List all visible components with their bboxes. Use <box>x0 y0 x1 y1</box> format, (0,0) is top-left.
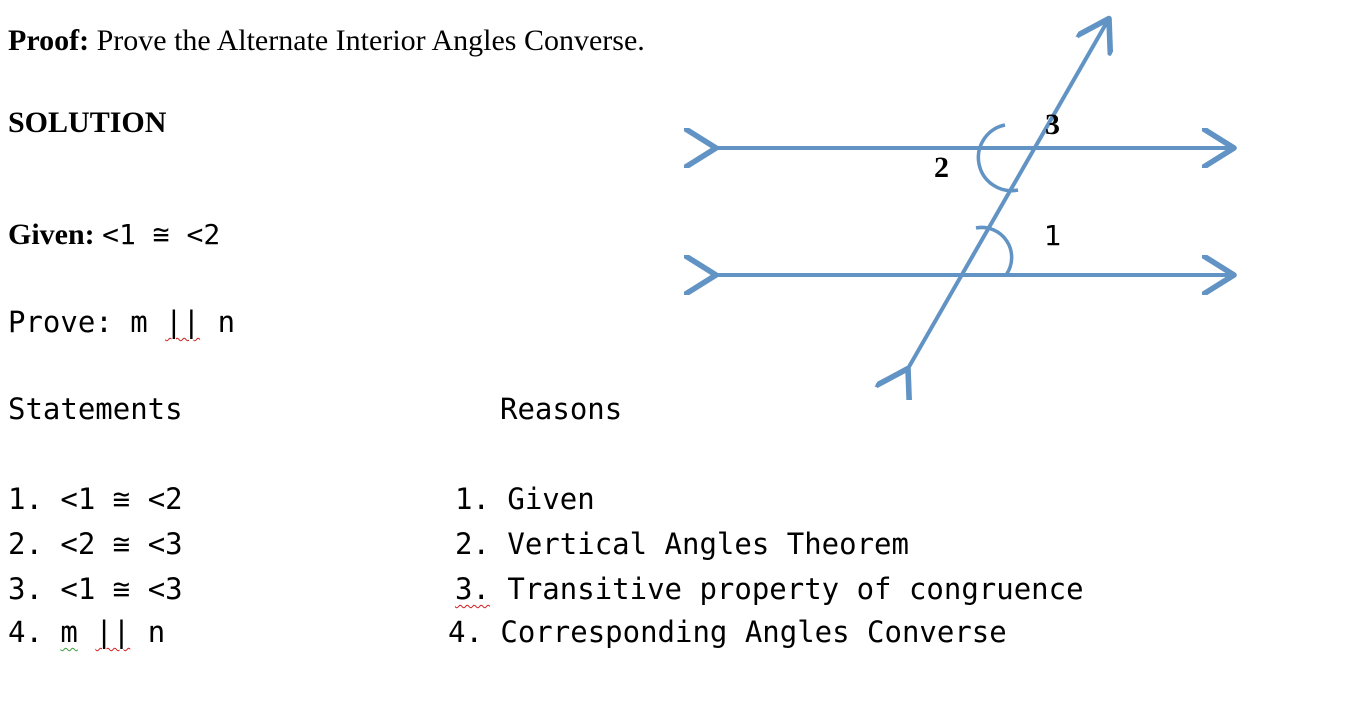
statement-3: 3. <1 ≅ <3 <box>8 572 183 606</box>
solution-heading: SOLUTION <box>8 106 167 139</box>
reason-2: 2. Vertical Angles Theorem <box>455 527 909 561</box>
proof-title: Proof: Prove the Alternate Interior Angl… <box>8 24 645 58</box>
statement-n: n <box>147 615 166 649</box>
reason-num: 4. <box>448 615 483 649</box>
given-label: Given: <box>8 218 95 251</box>
prove-line: Prove: m || n <box>8 305 235 339</box>
reasons-heading: Reasons <box>500 392 623 426</box>
statement-text: <2 ≅ <3 <box>60 527 183 561</box>
angle-2-label: 2 <box>934 151 949 184</box>
reason-text: Transitive property of congruence <box>507 572 1084 606</box>
reason-num: 2. <box>455 527 490 561</box>
reason-text: Corresponding Angles Converse <box>500 615 1007 649</box>
statement-parallel: || <box>95 615 131 649</box>
reason-text: Vertical Angles Theorem <box>507 527 909 561</box>
angle-1-arc <box>975 225 1014 277</box>
statement-num: 1. <box>8 482 43 516</box>
reason-4: 4. Corresponding Angles Converse <box>448 615 1007 649</box>
reason-text: Given <box>507 482 595 516</box>
statement-num: 4. <box>8 615 43 649</box>
prove-n: n <box>217 305 236 339</box>
reason-num: 3. <box>455 572 490 606</box>
prove-label: Prove: <box>8 305 113 339</box>
transversal-line <box>906 22 1107 372</box>
angle-2-arc <box>976 123 1019 193</box>
angle-1-label: 1 <box>1044 219 1062 252</box>
statement-num: 3. <box>8 572 43 606</box>
statement-text: <1 ≅ <2 <box>60 482 183 516</box>
proof-text: Prove the Alternate Interior Angles Conv… <box>96 24 645 57</box>
statement-4: 4. m || n <box>8 615 165 649</box>
statements-heading: Statements <box>8 392 183 426</box>
given-line: Given: <1 ≅ <2 <box>8 218 220 252</box>
proof-label: Proof: <box>8 24 90 57</box>
prove-parallel: || <box>165 305 201 339</box>
angle-3-label: 3 <box>1045 108 1060 141</box>
statement-2: 2. <2 ≅ <3 <box>8 527 183 561</box>
prove-m: m <box>130 305 148 339</box>
statement-text: <1 ≅ <3 <box>60 572 183 606</box>
statement-1: 1. <1 ≅ <2 <box>8 482 183 516</box>
given-text: <1 ≅ <2 <box>102 218 221 251</box>
reason-num: 1. <box>455 482 490 516</box>
statement-num: 2. <box>8 527 43 561</box>
statement-m: m <box>60 615 78 649</box>
parallel-lines-diagram: 3 2 1 <box>680 0 1250 400</box>
reason-1: 1. Given <box>455 482 595 516</box>
reason-3: 3. Transitive property of congruence <box>455 572 1084 606</box>
